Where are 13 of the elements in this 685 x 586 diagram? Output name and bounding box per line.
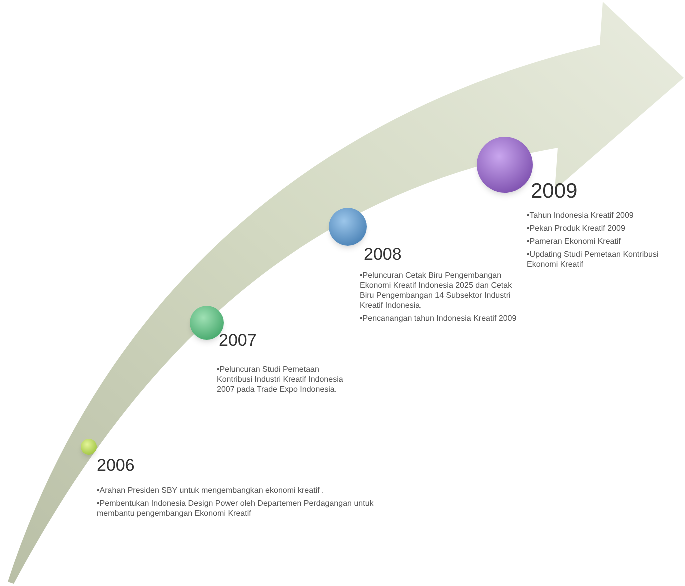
bullet-text: •Pameran Ekonomi Kreatif [527,237,622,247]
bullet-text: •Peluncuran Cetak Biru Pengembangan Ekonomi Kreatif Indonesia 2025 dan Cetak Biru Pengembangan 14 Subsektor Industri Kreatif Indonesia. [360,271,514,311]
bullet-text: •Pekan Produk Kreatif 2009 [527,224,626,234]
year-label: 2008 [364,245,402,264]
bullet-text: •Peluncuran Studi Pemetaan Kontribusi Industri Kreatif Indonesia 2007 pada Trade Expo Indonesia. [217,365,344,395]
year-label: 2006 [97,456,135,475]
bullet-text: •Arahan Presiden SBY untuk mengembangkan ekonomi kreatif . [97,486,326,496]
year-label: 2007 [219,331,257,350]
year-label: 2009 [531,180,578,203]
bullet-text: •Updating Studi Pemetaan Kontribusi Ekonomi Kreatif [527,250,660,270]
bullet-text: •Pembentukan Indonesia Design Power oleh Departemen Perdagangan untuk membantu pengembangan Ekonomi Kreatif [97,499,375,519]
bullet-text: •Pencanangan tahun Indonesia Kreatif 2009 [360,314,518,324]
bullet-text: •Tahun Indonesia Kreatif 2009 [527,211,635,221]
